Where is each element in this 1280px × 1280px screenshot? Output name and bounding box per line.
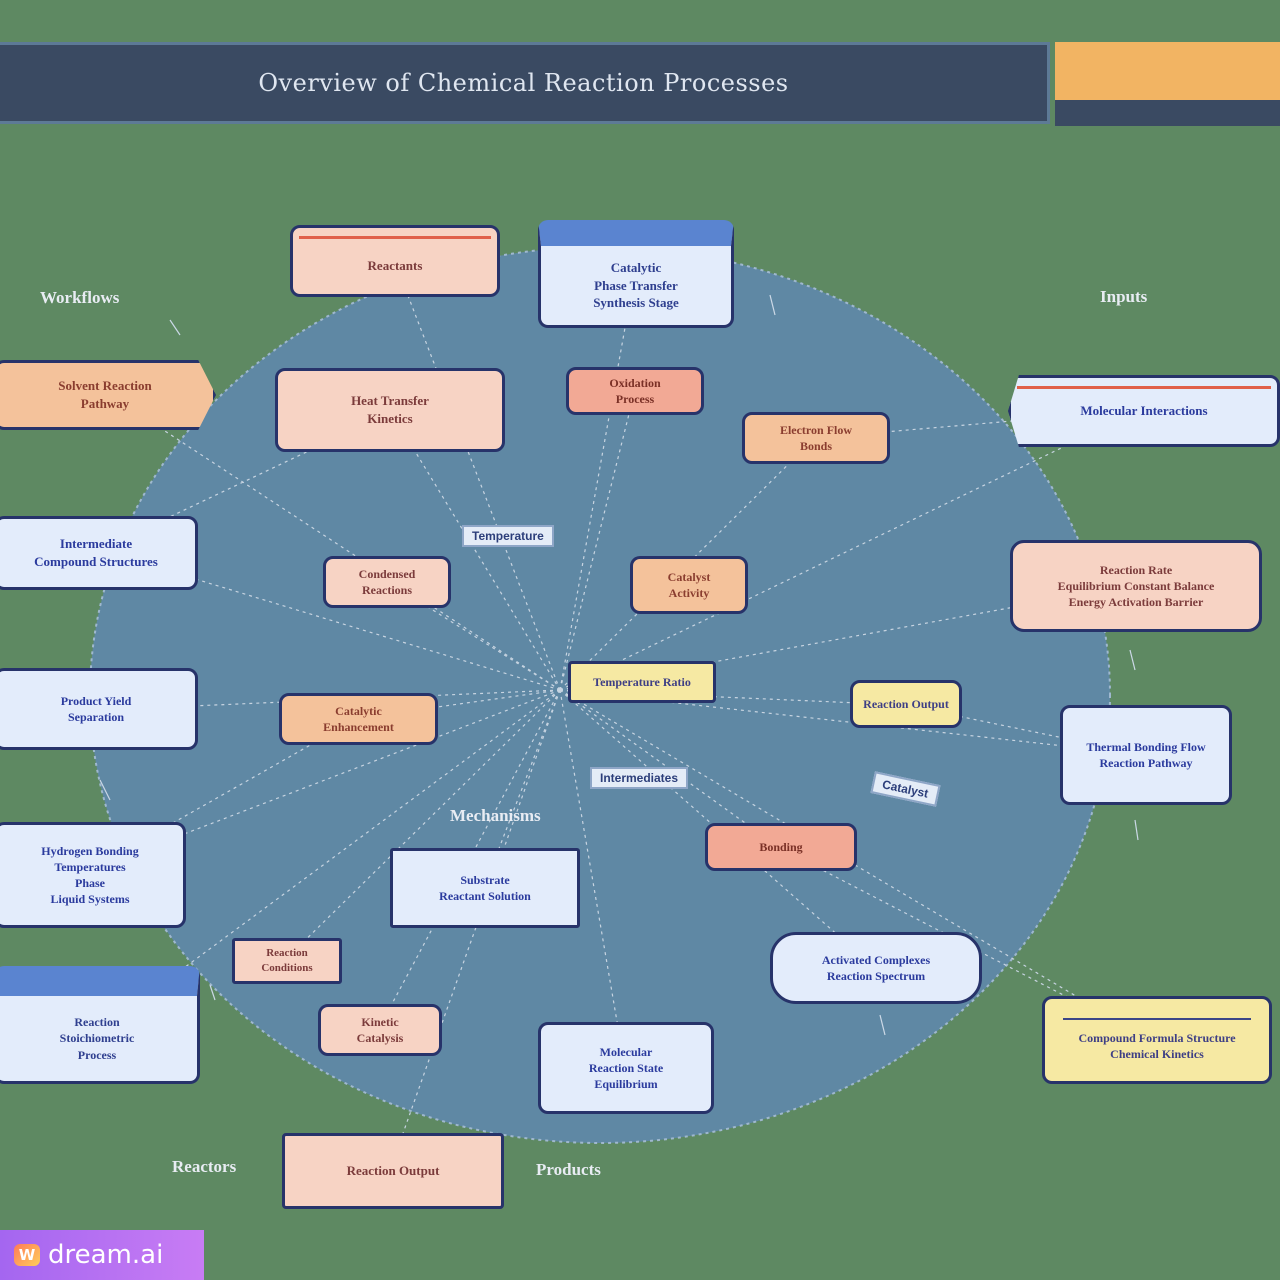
node-line: Product Yield [60,693,132,708]
node-line: Reaction [266,947,308,960]
node-line: Synthesis Stage [593,295,679,311]
node-line: Reactions [362,583,412,597]
node-line: Catalysis [356,1031,404,1045]
node-line: Catalytic [335,703,382,718]
node-line: Equilibrium [594,1077,658,1092]
node-line: Reaction State [588,1060,664,1075]
node-line: Kinetics [367,411,413,426]
node-line: Process [77,1047,117,1062]
node-substrate[interactable]: Substrate Reactant Solution [390,848,580,928]
title-accent [1055,42,1280,100]
node-reaction-output-small[interactable]: Reaction Output [850,680,962,728]
node-line: Thermal Bonding Flow [1086,739,1206,754]
node-line: Reaction Output [346,1163,440,1179]
node-line: Electron Flow [779,422,853,437]
page-title: Overview of Chemical Reaction Processes [258,69,789,97]
node-line: Conditions [261,962,313,974]
node-line: Hydrogen Bonding [41,843,139,858]
node-line: Catalytic [610,260,662,276]
node-line: Reaction [74,1015,120,1030]
dream-ai-logo-icon: W [14,1244,40,1266]
node-line: Oxidation [609,375,661,390]
dream-ai-watermark[interactable]: W dream.ai [0,1230,204,1280]
node-reaction-stoichiometric[interactable]: Reaction Stoichiometric Process [0,966,200,1084]
node-reaction-rate[interactable]: Reaction Rate Equilibrium Constant Balan… [1010,540,1262,632]
node-line: Molecular [599,1044,653,1059]
node-catalyst-activity[interactable]: Catalyst Activity [630,556,748,614]
side-label-bottom-left: Reactors [172,1157,237,1176]
node-line: Reaction Rate [1099,562,1173,577]
node-line: Catalyst [667,569,711,584]
tag-temperature: Temperature [462,525,554,547]
node-line: Intermediate [59,536,133,552]
node-line: Chemical Kinetics [1110,1047,1204,1061]
side-label-left-top: Workflows [40,288,120,307]
node-bonding[interactable]: Bonding [705,823,857,871]
node-line: Condensed [358,566,416,581]
node-line: Solvent Reaction [58,378,152,394]
node-line: Reaction Pathway [1099,756,1193,770]
node-catalytic-enhancement[interactable]: Catalytic Enhancement [279,693,438,745]
node-reaction-conditions[interactable]: Reaction Conditions [232,938,342,984]
node-line: Bonding [759,839,803,854]
title-accent-shadow [1055,100,1280,126]
node-condensed-reactions[interactable]: Condensed Reactions [323,556,451,608]
node-accent-line [1017,386,1271,389]
node-line: Process [615,392,655,406]
watermark-text: dream.ai [48,1240,164,1270]
node-line: Temperatures [54,859,126,874]
node-line: Phase [75,876,105,890]
side-label-right-top: Inputs [1100,287,1148,306]
title-bar: Overview of Chemical Reaction Processes [0,42,1050,124]
node-line: Reaction Output [863,696,949,711]
node-line: Separation [67,710,124,724]
node-line: Compound Structures [34,554,158,569]
tick-marks [99,294,1139,1036]
node-line: Substrate [460,872,510,887]
node-rule [1063,1017,1251,1020]
node-line: Reactants [367,258,423,274]
node-line: Reaction Spectrum [826,969,926,983]
node-line: Bonds [799,439,833,453]
node-line: Temperature Ratio [593,674,691,689]
side-label-bottom-right: Products [536,1160,601,1179]
node-line: Activity [668,586,710,600]
node-line: Phase Transfer [594,277,678,293]
node-kinetic-catalysis[interactable]: Kinetic Catalysis [318,1004,442,1056]
node-catalytic-phase[interactable]: Catalytic Phase Transfer Synthesis Stage [538,220,734,328]
node-intermediate-compound[interactable]: Intermediate Compound Structures [0,516,198,590]
node-product-yield[interactable]: Product Yield Separation [0,668,198,750]
node-reactants[interactable]: Reactants [290,225,500,297]
tag-intermediates: Intermediates [590,767,689,789]
node-line: Kinetic [361,1014,399,1029]
node-line: Energy Activation Barrier [1068,595,1204,610]
node-oxidation[interactable]: Oxidation Process [566,367,704,415]
node-accent-line [299,236,491,239]
node-line: Molecular Interactions [1080,403,1208,419]
node-line: Equilibrium Constant Balance [1057,578,1215,593]
node-line: Liquid Systems [50,892,130,907]
side-label-center: Mechanisms [450,806,541,825]
node-molecular-interactions[interactable]: Molecular Interactions [1008,375,1280,447]
node-electron-flow[interactable]: Electron Flow Bonds [742,412,890,464]
node-line: Enhancement [323,720,394,734]
node-line: Stoichiometric [59,1031,135,1046]
node-line: Pathway [80,396,130,411]
node-pressure-temperature[interactable]: Temperature Ratio [568,661,716,703]
node-reaction-output[interactable]: Reaction Output [282,1133,504,1209]
node-line: Activated Complexes [821,952,931,967]
node-thermal-bonding[interactable]: Thermal Bonding Flow Reaction Pathway [1060,705,1232,805]
node-compound-formula[interactable]: Compound Formula Structure Chemical Kine… [1042,996,1272,1084]
node-molecular-reaction-state[interactable]: Molecular Reaction State Equilibrium [538,1022,714,1114]
node-hydrogen-bonding[interactable]: Hydrogen Bonding Temperatures Phase Liqu… [0,822,186,928]
node-line: Reactant Solution [439,889,531,903]
node-solvent-reaction[interactable]: Solvent Reaction Pathway [0,360,216,430]
node-line: Heat Transfer [351,393,429,409]
node-line: Compound Formula Structure [1078,1030,1236,1045]
node-heat-transfer[interactable]: Heat Transfer Kinetics [275,368,505,452]
node-activated-complexes[interactable]: Activated Complexes Reaction Spectrum [770,932,982,1004]
